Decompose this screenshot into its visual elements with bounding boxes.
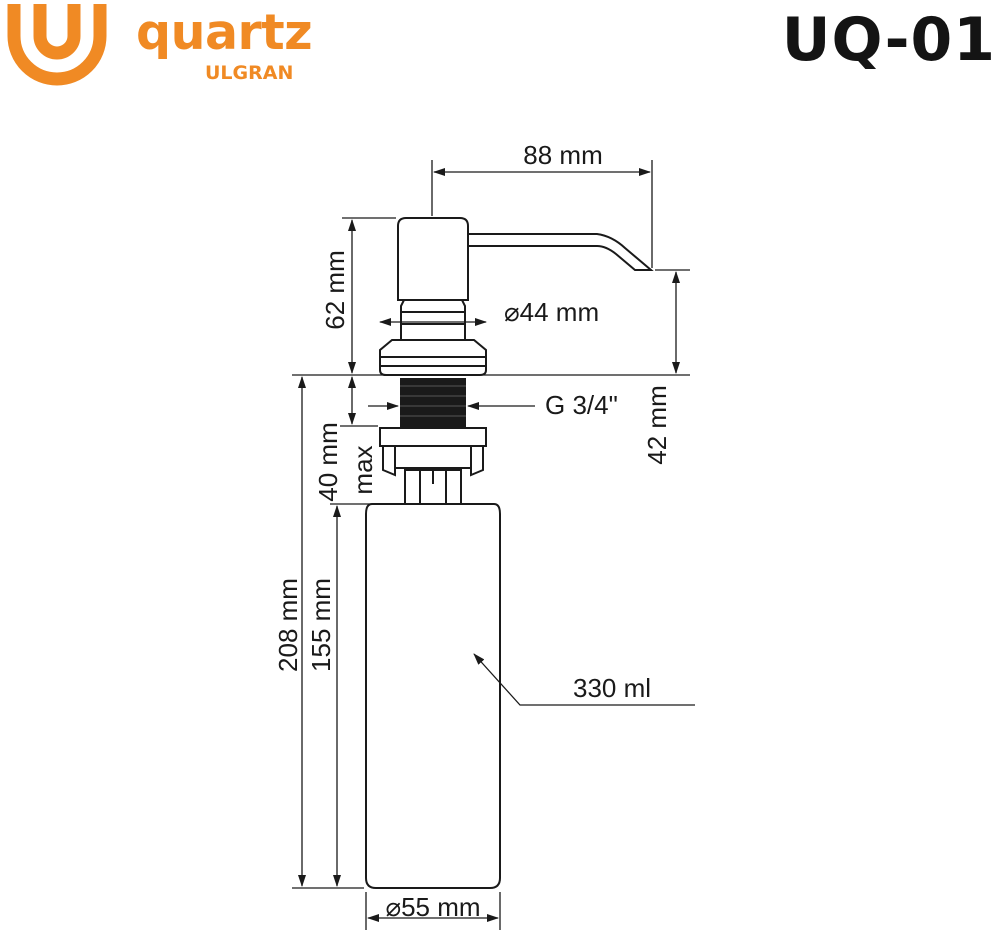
dim-44-label: ⌀44 mm bbox=[504, 297, 599, 327]
pump-head bbox=[397, 217, 469, 301]
logo-mark-icon bbox=[7, 4, 107, 86]
extension-lines bbox=[292, 160, 690, 930]
bottle bbox=[365, 503, 501, 889]
volume-label: 330 ml bbox=[573, 673, 651, 703]
model-number: UQ-01 bbox=[781, 5, 996, 75]
dim-208-label: 208 mm bbox=[273, 578, 303, 672]
dimension-lines bbox=[298, 168, 695, 922]
brand-subtitle: ULGRAN bbox=[205, 62, 294, 84]
mounting-nut bbox=[379, 427, 487, 505]
thread-label: G 3/4" bbox=[545, 390, 618, 420]
quartz-logo bbox=[7, 4, 107, 86]
dim-155-label: 155 mm bbox=[306, 578, 336, 672]
volume-leader bbox=[473, 653, 695, 706]
dim-42-label: 42 mm bbox=[642, 385, 672, 464]
dim-max-label: max bbox=[348, 445, 378, 494]
dim-88-label: 88 mm bbox=[523, 140, 602, 170]
brand-name: quartz bbox=[136, 4, 313, 61]
spout bbox=[468, 233, 654, 271]
dim-55-label: ⌀55 mm bbox=[385, 892, 480, 922]
dim-40-label: 40 mm bbox=[313, 422, 343, 501]
dim-62-label: 62 mm bbox=[320, 250, 350, 329]
collar bbox=[400, 299, 466, 341]
